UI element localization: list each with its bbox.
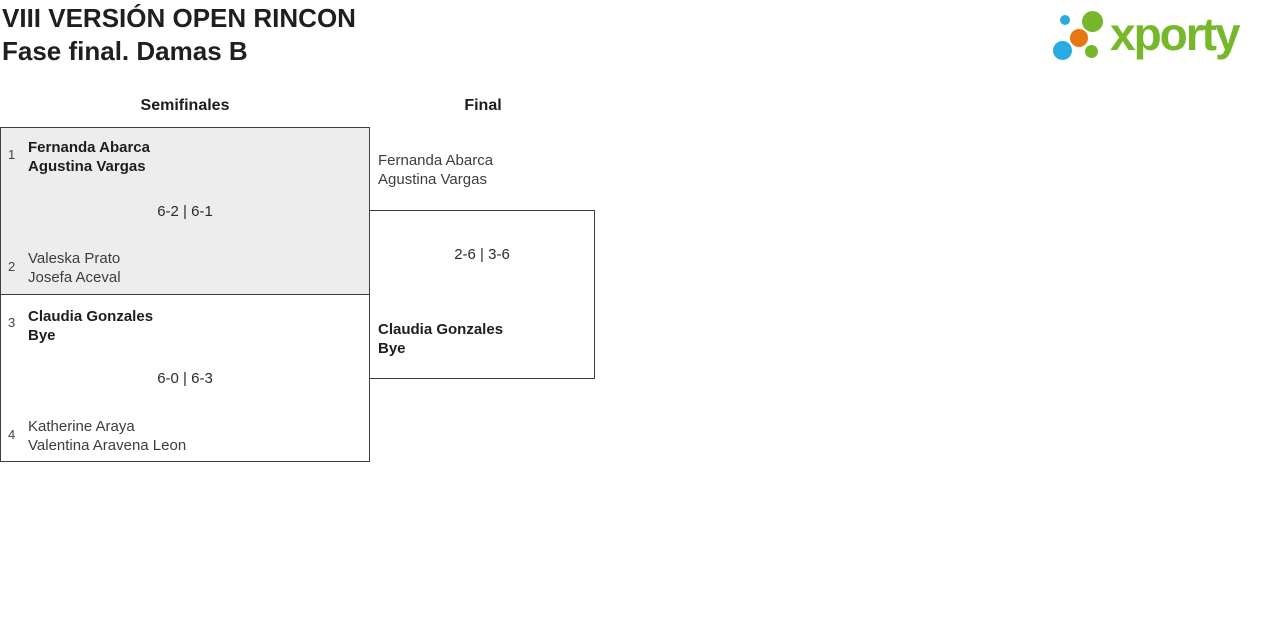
tournament-name: VIII VERSIÓN OPEN RINCON bbox=[2, 3, 356, 33]
xporty-wordmark: xporty bbox=[1110, 8, 1241, 60]
player-name: Fernanda Abarca bbox=[28, 139, 150, 156]
team-name: Claudia Gonzales Bye bbox=[378, 320, 503, 358]
round-header-semifinales: Semifinales bbox=[140, 97, 230, 114]
seed-number: 1 bbox=[8, 147, 16, 162]
logo-dot-orange-icon bbox=[1070, 29, 1088, 47]
round-header-final: Final bbox=[464, 97, 502, 114]
player-name: Valentina Aravena Leon bbox=[28, 437, 187, 454]
team-name: Katherine Araya Valentina Aravena Leon bbox=[28, 417, 186, 455]
seed-number: 2 bbox=[8, 259, 16, 274]
player-name: Bye bbox=[28, 327, 56, 344]
player-name: Claudia Gonzales bbox=[378, 321, 504, 338]
match-box-final[interactable]: 2-6 | 3-6 Claudia Gonzales Bye bbox=[369, 210, 595, 379]
player-name: Claudia Gonzales bbox=[28, 308, 154, 325]
player-name: Agustina Vargas bbox=[378, 171, 487, 188]
player-name: Katherine Araya bbox=[28, 418, 135, 435]
seed-number: 4 bbox=[8, 427, 16, 442]
player-name: Valeska Prato bbox=[28, 250, 121, 267]
match-score: 6-2 | 6-1 bbox=[157, 203, 213, 220]
logo-dot-blue-small-icon bbox=[1060, 15, 1070, 25]
match-score: 6-0 | 6-3 bbox=[157, 370, 213, 387]
page-title: VIII VERSIÓN OPEN RINCON Fase final. Dam… bbox=[2, 2, 356, 68]
player-name: Agustina Vargas bbox=[28, 158, 146, 175]
match-box-semifinal-1[interactable]: 1 Fernanda Abarca Agustina Vargas 6-2 | … bbox=[0, 127, 370, 295]
team-name: Valeska Prato Josefa Aceval bbox=[28, 249, 121, 287]
final-team-top: Fernanda Abarca Agustina Vargas bbox=[378, 151, 493, 189]
player-name: Josefa Aceval bbox=[28, 269, 121, 286]
xporty-logo[interactable]: xporty bbox=[1045, 0, 1280, 75]
player-name: Bye bbox=[378, 340, 406, 357]
match-score: 2-6 | 3-6 bbox=[454, 246, 510, 263]
match-box-semifinal-2[interactable]: 3 Claudia Gonzales Bye 6-0 | 6-3 4 Kathe… bbox=[0, 294, 370, 462]
phase-name: Fase final. Damas B bbox=[2, 36, 248, 66]
player-name: Fernanda Abarca bbox=[378, 152, 494, 169]
logo-dot-blue-big-icon bbox=[1053, 41, 1072, 60]
team-name: Claudia Gonzales Bye bbox=[28, 307, 153, 345]
logo-dot-green-small-icon bbox=[1085, 45, 1098, 58]
logo-dot-green-big-icon bbox=[1082, 11, 1103, 32]
team-name: Fernanda Abarca Agustina Vargas bbox=[28, 138, 150, 176]
seed-number: 3 bbox=[8, 315, 16, 330]
